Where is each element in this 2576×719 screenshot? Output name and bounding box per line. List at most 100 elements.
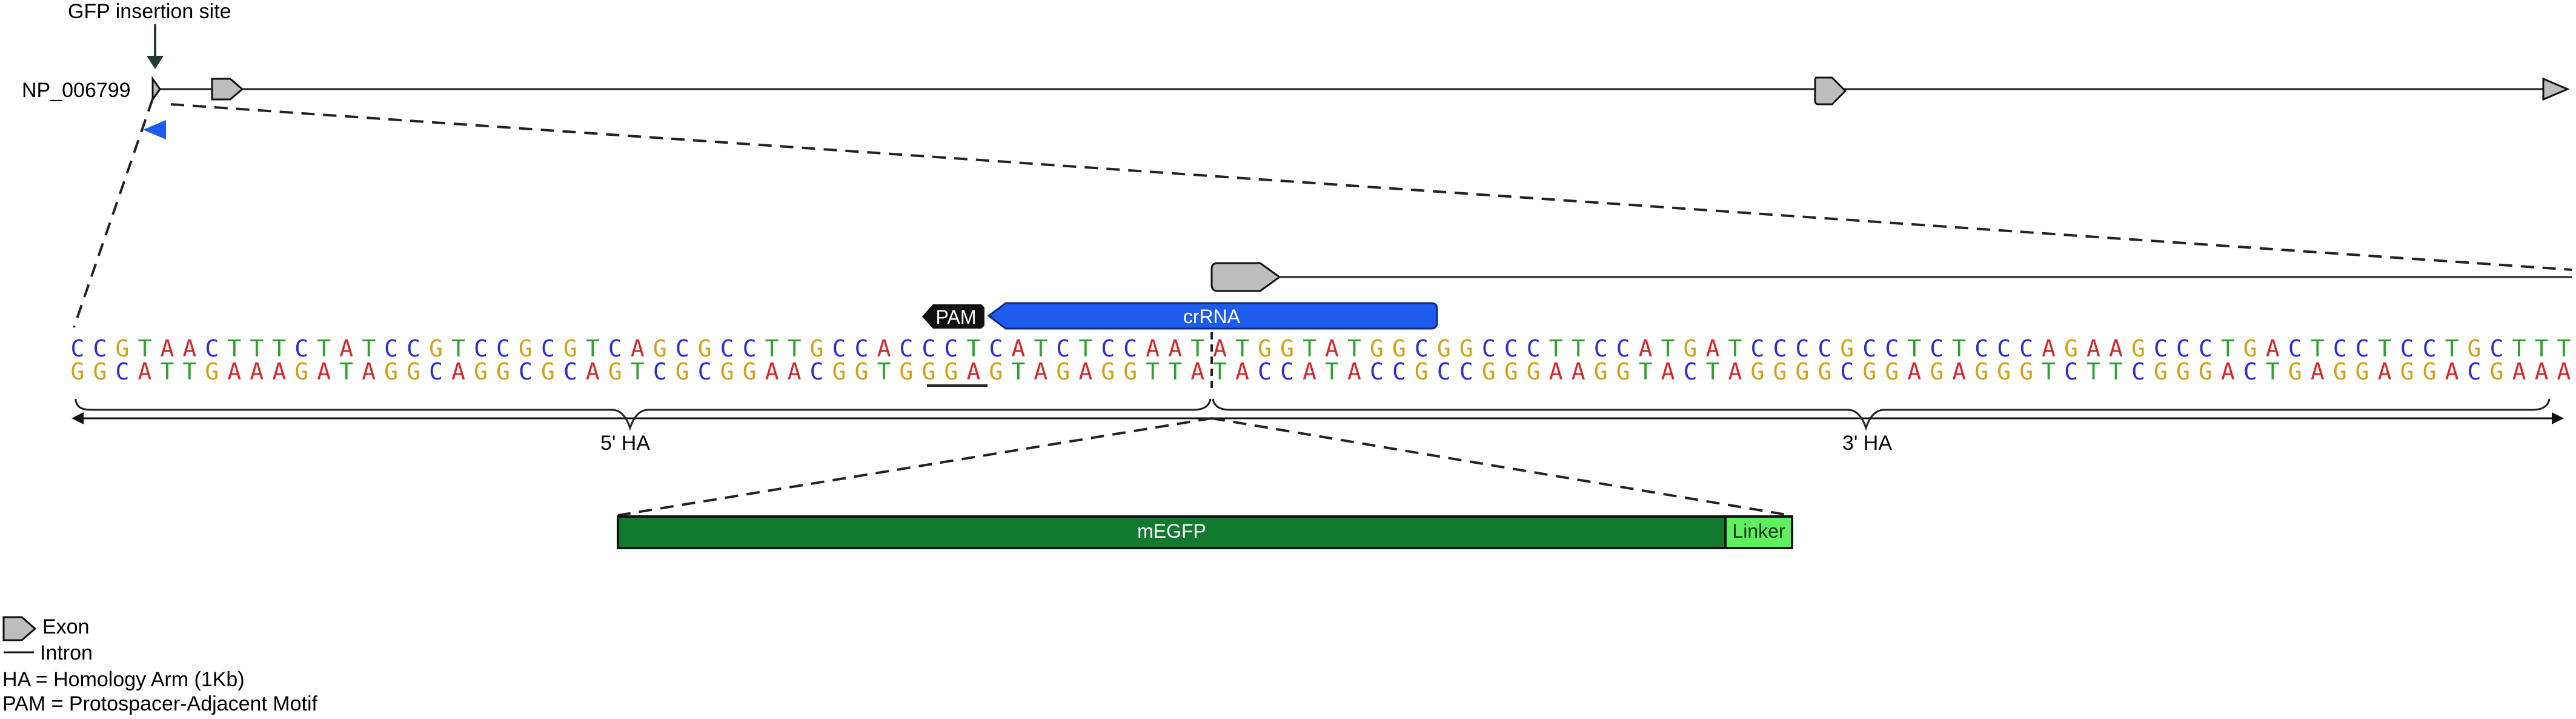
bottom-strand-base: A: [966, 358, 980, 385]
bottom-strand-base: G: [1504, 358, 1518, 385]
top-strand-base: A: [2086, 335, 2100, 362]
top-strand-base: G: [116, 335, 130, 362]
bottom-strand-base: C: [1280, 358, 1294, 385]
exon-2: [211, 78, 244, 101]
top-strand-base: A: [2266, 335, 2280, 362]
bottom-strand-base: A: [1661, 358, 1675, 385]
bottom-strand-base: C: [563, 358, 577, 385]
top-strand-base: T: [1572, 335, 1585, 362]
top-strand-base: A: [1213, 335, 1227, 362]
top-strand-base: C: [1997, 335, 2011, 362]
bottom-strand-base: C: [1392, 358, 1406, 385]
crrna-label: crRNA: [1183, 306, 1241, 327]
top-strand-base: G: [810, 335, 824, 362]
bottom-strand-base: A: [2512, 358, 2526, 385]
bottom-strand-base: A: [451, 358, 465, 385]
top-strand-base: C: [1751, 335, 1765, 362]
top-strand-base: C: [384, 335, 398, 362]
top-strand-base: C: [205, 335, 219, 362]
zoom-line-right: [170, 103, 2572, 271]
top-strand-base: G: [2131, 335, 2145, 362]
insertion-site-label: GFP insertion site: [68, 0, 231, 23]
bottom-strand-base: G: [384, 358, 398, 385]
top-strand-base: T: [1078, 335, 1092, 362]
bottom-strand-base: A: [362, 358, 376, 385]
top-strand-base: C: [2199, 335, 2213, 362]
top-strand-base: C: [1773, 335, 1787, 362]
top-strand-base: C: [1594, 335, 1608, 362]
bottom-strand-base: G: [1527, 358, 1541, 385]
bottom-strand-base: C: [653, 358, 667, 385]
bottom-strand-base: C: [1437, 358, 1451, 385]
top-strand-base: A: [160, 335, 174, 362]
ha-arrow-right-icon: [2552, 412, 2564, 424]
top-strand-base: T: [586, 335, 600, 362]
bottom-strand-base: A: [2535, 358, 2549, 385]
bottom-strand-base: G: [1482, 358, 1496, 385]
bottom-strand-base: G: [474, 358, 488, 385]
top-strand-base: A: [2109, 335, 2123, 362]
bottom-strand-base: G: [1056, 358, 1070, 385]
top-strand-base: T: [1347, 335, 1361, 362]
gene-name-label: NP_006799: [22, 79, 131, 102]
bottom-strand-base: A: [138, 358, 151, 385]
top-strand-base: T: [2445, 335, 2459, 362]
bottom-strand-base: G: [1997, 358, 2011, 385]
bottom-strand-base: G: [1795, 358, 1809, 385]
bottom-strand-base: G: [205, 358, 219, 385]
bottom-strand-base: C: [1840, 358, 1854, 385]
top-strand-base: T: [2311, 335, 2325, 362]
bottom-strand-base: G: [2019, 358, 2033, 385]
top-strand-base: C: [1974, 335, 1988, 362]
bottom-strand-base: C: [2243, 358, 2257, 385]
bottom-strand-base: G: [1616, 358, 1630, 385]
bottom-strand-base: C: [519, 358, 533, 385]
bottom-strand-base: G: [676, 358, 689, 385]
top-strand-base: C: [2154, 335, 2168, 362]
top-strand-base: C: [989, 335, 1003, 362]
bottom-strand-base: A: [1078, 358, 1092, 385]
bottom-strand-base: G: [71, 358, 85, 385]
bottom-strand-base: T: [2042, 358, 2056, 385]
top-strand-base: T: [1190, 335, 1204, 362]
top-strand-base: G: [1684, 335, 1698, 362]
bottom-strand-base: T: [1168, 358, 1182, 385]
top-strand-base: G: [2064, 335, 2078, 362]
bottom-strand-base: G: [2333, 358, 2347, 385]
top-strand-base: C: [1885, 335, 1899, 362]
top-strand-base: G: [1437, 335, 1451, 362]
top-strand-base: A: [877, 335, 891, 362]
bottom-strand-base: T: [339, 358, 353, 385]
top-strand-base: G: [1258, 335, 1272, 362]
bottom-strand-base: A: [250, 358, 264, 385]
bottom-strand-base: A: [586, 358, 600, 385]
pam-label: PAM: [936, 306, 977, 328]
zoomed-exon: [1210, 262, 1281, 292]
bottom-strand-base: G: [294, 358, 308, 385]
top-strand-base: T: [272, 335, 286, 362]
pam-feature: [922, 304, 984, 329]
insertion-arrow-icon: [147, 56, 164, 69]
bottom-strand-base: T: [631, 358, 645, 385]
top-strand-base: C: [1817, 335, 1831, 362]
bottom-strand-base: G: [2154, 358, 2168, 385]
top-strand-base: T: [1303, 335, 1316, 362]
top-strand-base: T: [1907, 335, 1921, 362]
top-strand-base: C: [676, 335, 689, 362]
top-strand-base: T: [451, 335, 465, 362]
top-strand-base: A: [1146, 335, 1160, 362]
top-strand-base: C: [832, 335, 846, 362]
top-strand-base: G: [698, 335, 712, 362]
top-strand-base: T: [227, 335, 241, 362]
bottom-strand-base: A: [1235, 358, 1249, 385]
top-strand-base: C: [720, 335, 734, 362]
megfp-label: mEGFP: [1137, 520, 1206, 542]
top-strand-base: C: [1415, 335, 1429, 362]
bottom-strand-base: C: [1684, 358, 1698, 385]
bottom-strand-base: A: [1549, 358, 1563, 385]
top-strand-base: C: [2423, 335, 2437, 362]
top-strand-base: A: [1639, 335, 1653, 362]
bottom-strand-base: A: [1190, 358, 1204, 385]
